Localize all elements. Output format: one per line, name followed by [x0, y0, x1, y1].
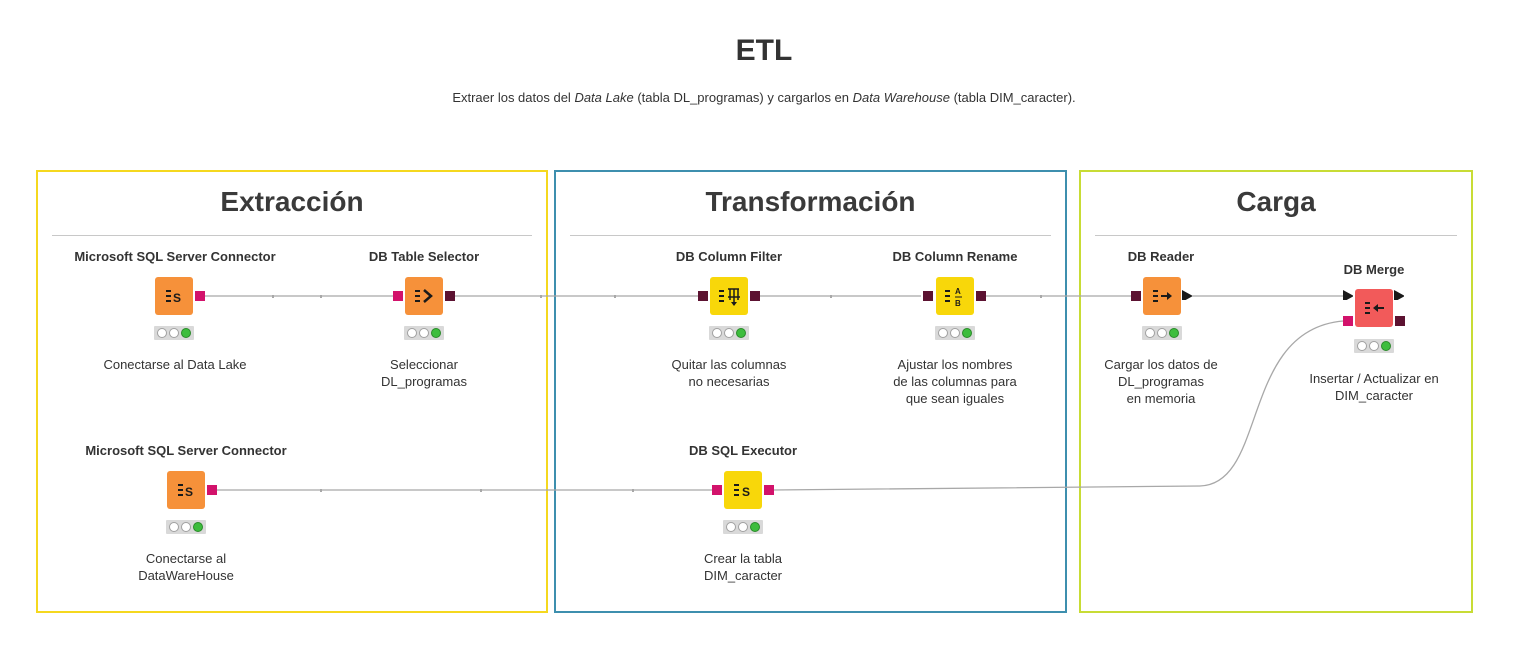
svg-text:S: S [173, 291, 181, 305]
db-column-filter-icon[interactable] [710, 277, 748, 315]
section-title-extraccion: Extracción [220, 186, 364, 217]
svg-text:S: S [742, 485, 750, 499]
input-port-db[interactable] [1131, 291, 1141, 301]
connection-wire [772, 320, 1344, 491]
db-reader-icon[interactable] [1143, 277, 1181, 315]
node-title: DB Merge [1343, 262, 1405, 277]
output-port-connection[interactable] [195, 291, 205, 301]
db-sql-executor-icon[interactable]: S [724, 471, 762, 509]
output-port-connection[interactable] [207, 485, 217, 495]
input-port-db[interactable] [923, 291, 933, 301]
node-title: Microsoft SQL Server Connector [74, 249, 276, 264]
subtitle-emphasis-data-warehouse: Data Warehouse [852, 90, 950, 105]
section-extraccion[interactable]: Extracción [36, 170, 548, 613]
node-status-lights [1354, 339, 1394, 353]
subtitle-emphasis-data-lake: Data Lake [574, 90, 634, 105]
output-port-db[interactable] [445, 291, 455, 301]
db-table-selector-icon[interactable] [405, 277, 443, 315]
input-port-data-table[interactable] [1343, 290, 1353, 300]
subtitle-text-1: Extraer los datos del [452, 90, 575, 105]
node-status-lights [935, 326, 975, 340]
section-divider [1095, 235, 1457, 236]
subtitle-text-2: (tabla DL_programas) y cargarlos en [633, 90, 853, 105]
node-status-lights [709, 326, 749, 340]
page-title: ETL [735, 34, 793, 67]
output-port-data-table[interactable] [1182, 290, 1192, 300]
node-status-lights [154, 326, 194, 340]
node-status-lights [723, 520, 763, 534]
subtitle-text-3: (tabla DIM_caracter). [949, 90, 1076, 105]
node-status-lights [166, 520, 206, 534]
db-merge-icon[interactable] [1355, 289, 1393, 327]
node-status-lights [1142, 326, 1182, 340]
output-port-db[interactable] [976, 291, 986, 301]
output-port-db[interactable] [1395, 316, 1405, 326]
node-title: DB Column Rename [892, 249, 1018, 264]
section-divider [52, 235, 532, 236]
section-transformacion[interactable]: Transformación [554, 170, 1067, 613]
node-title: Microsoft SQL Server Connector [85, 443, 287, 458]
input-port-connection[interactable] [1343, 316, 1353, 326]
svg-text:B: B [955, 299, 961, 308]
section-title-transformacion: Transformación [705, 186, 916, 217]
section-title-carga: Carga [1236, 186, 1316, 217]
output-port-data-table[interactable] [1394, 290, 1404, 300]
input-port-db[interactable] [698, 291, 708, 301]
page-subtitle: Extraer los datos del Data Lake (tabla D… [0, 90, 1528, 105]
ms-sql-connector-icon[interactable]: S [155, 277, 193, 315]
svg-text:A: A [955, 287, 961, 296]
node-title: DB Column Filter [675, 249, 783, 264]
input-port-connection[interactable] [712, 485, 722, 495]
output-port-connection[interactable] [764, 485, 774, 495]
input-port-connection[interactable] [393, 291, 403, 301]
output-port-db[interactable] [750, 291, 760, 301]
node-description: Conectarse al Data Lake [103, 357, 247, 372]
svg-text:S: S [185, 485, 193, 499]
section-divider [570, 235, 1051, 236]
node-title: DB Table Selector [368, 249, 480, 264]
section-carga[interactable]: Carga [1079, 170, 1473, 613]
node-title: DB Reader [1127, 249, 1195, 264]
node-status-lights [404, 326, 444, 340]
ms-sql-connector-icon[interactable]: S [167, 471, 205, 509]
node-title: DB SQL Executor [688, 443, 798, 458]
